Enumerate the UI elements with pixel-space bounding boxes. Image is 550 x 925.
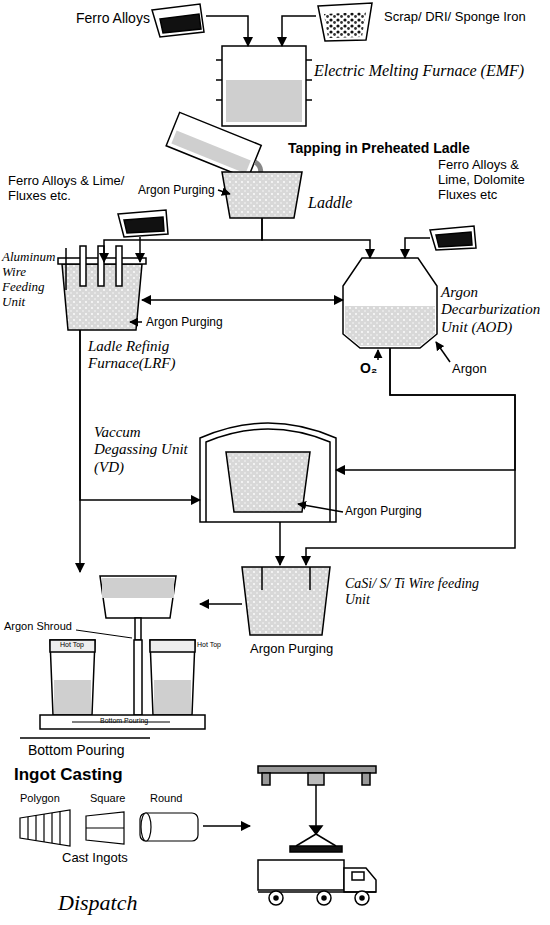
gas-label: Argon Purging — [146, 316, 223, 330]
unit-label: Argon Decarburization Unit (AOD) — [441, 284, 545, 336]
flow-arrow — [200, 603, 242, 605]
process-unit: Ferro Alloys & Lime/ Fluxes etc. — [118, 210, 168, 237]
step-label: Tapping in Preheated Ladle — [288, 140, 470, 156]
base-label: Bottom Pouring — [100, 717, 148, 725]
ferro-alloy-hopper — [152, 4, 204, 37]
scrap-hopper — [318, 3, 372, 41]
flow-arrow — [79, 330, 81, 572]
mold-label: Hot Top — [197, 641, 221, 649]
ingot-label: Round — [150, 792, 182, 805]
gas-label: Argon — [452, 362, 487, 377]
gas-label: Argon Purging — [250, 642, 333, 657]
flow-arrow — [104, 218, 262, 262]
process-unit: Scrap/ DRI/ Sponge Iron — [316, 3, 374, 42]
vacuum-degassing-unit — [200, 423, 343, 522]
unit-label: Electric Melting Furnace (EMF) — [314, 62, 524, 80]
ladle — [218, 172, 302, 218]
unit-label: Ladle Refinig Furnace(LRF) — [88, 338, 208, 373]
crane-and-truck — [258, 766, 376, 905]
process-unit: Ferro Alloys & Lime, Dolomite Fluxes etc — [430, 226, 476, 251]
flow-arrow — [336, 348, 515, 470]
flow-arrow — [142, 299, 343, 301]
process-unit: Cast Ingots — [18, 805, 203, 847]
unit-label: CaSi/ S/ Ti Wire feeding Unit — [345, 576, 495, 608]
gas-label: Argon Purging — [138, 184, 215, 198]
process-unit: Vaccum Degassing Unit (VD) — [200, 418, 336, 522]
flow-arrow — [279, 522, 281, 565]
section-label: Cast Ingots — [62, 851, 128, 866]
aod-converter — [343, 258, 450, 362]
process-unit: Ladle Refinig Furnace(LRF) — [62, 262, 142, 330]
feed-label: Ferro Alloys & Lime/ Fluxes etc. — [8, 174, 158, 204]
feed-label: Scrap/ DRI/ Sponge Iron — [384, 10, 526, 25]
flow-arrow — [203, 825, 250, 827]
equipment-label: Aluminum Wire Feeding Unit — [2, 250, 60, 310]
ladle-refining-furnace — [58, 246, 146, 330]
feed-label: Ferro Alloys — [76, 10, 150, 26]
flow-arrow — [139, 237, 141, 262]
gas-label: O₂ — [360, 360, 377, 376]
flow-arrow — [262, 218, 370, 258]
process-unit: Ferro Alloys — [150, 4, 206, 38]
process-unit: Dispatch — [250, 765, 380, 905]
feed-label: Ferro Alloys & Lime, Dolomite Fluxes etc — [438, 158, 546, 203]
bottom-pouring-station — [20, 576, 205, 738]
unit-label: Laddle — [308, 194, 352, 212]
flow-arrow — [206, 16, 248, 46]
flux-hopper — [118, 210, 476, 250]
process-unit: Electric Melting Furnace (EMF) — [222, 46, 306, 126]
equipment-label: Argon Shroud — [4, 620, 72, 633]
mold-label: Hot Top — [60, 641, 84, 649]
process-unit: CaSi/ S/ Ti Wire feeding Unit — [242, 565, 330, 635]
section-label: Bottom Pouring — [28, 742, 125, 758]
electric-melting-furnace — [216, 46, 312, 126]
process-unit: Argon Decarburization Unit (AOD) — [343, 258, 437, 348]
section-heading: Ingot Casting — [14, 765, 123, 785]
flow-arrow — [306, 348, 515, 565]
unit-label: Vaccum Degassing Unit (VD) — [94, 424, 194, 476]
flow-arrow — [282, 16, 316, 46]
ingot-label: Polygon — [20, 792, 60, 805]
cast-ingots — [20, 810, 198, 846]
flow-arrow — [405, 238, 430, 258]
process-unit: Bottom Pouring — [40, 572, 200, 737]
gas-label: Argon Purging — [345, 505, 422, 519]
ingot-label: Square — [90, 792, 125, 805]
process-unit: Laddle — [222, 172, 302, 218]
wire-feeding-ladle — [242, 567, 330, 635]
section-label: Dispatch — [58, 890, 137, 915]
